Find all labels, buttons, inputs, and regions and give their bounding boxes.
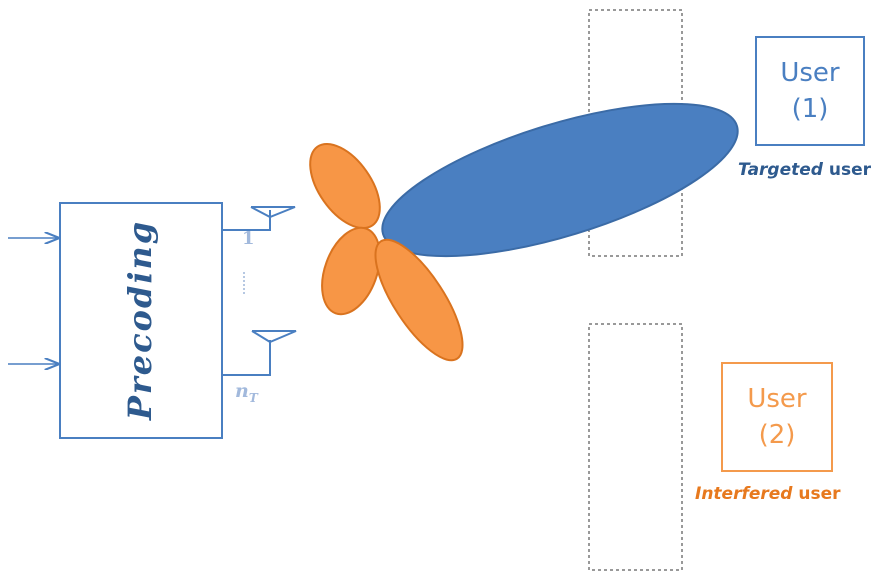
precoding-label: Precoding xyxy=(121,219,159,421)
user-1-name: User xyxy=(780,58,840,88)
side-lobe-upper xyxy=(309,142,381,230)
side-lobe-left xyxy=(321,226,381,316)
interfered-user-caption: Interfered user xyxy=(695,484,841,504)
user-2-name: User xyxy=(747,384,807,414)
user-1-box: User (1) xyxy=(755,36,865,146)
antenna-nt-label: nT xyxy=(235,380,258,405)
user-2-box: User (2) xyxy=(721,362,833,472)
targeted-user-caption: Targeted user xyxy=(738,160,872,180)
user-2-index: (2) xyxy=(758,420,796,450)
dashed-region-bottom xyxy=(588,323,683,571)
precoding-block xyxy=(59,202,223,439)
main-beam-lobe xyxy=(381,102,739,258)
antenna-1-icon xyxy=(222,206,296,231)
side-lobe-lower xyxy=(374,238,464,362)
user-1-index: (1) xyxy=(791,94,829,124)
antenna-1-label: 1 xyxy=(242,228,255,249)
antenna-nt-icon xyxy=(222,330,297,376)
